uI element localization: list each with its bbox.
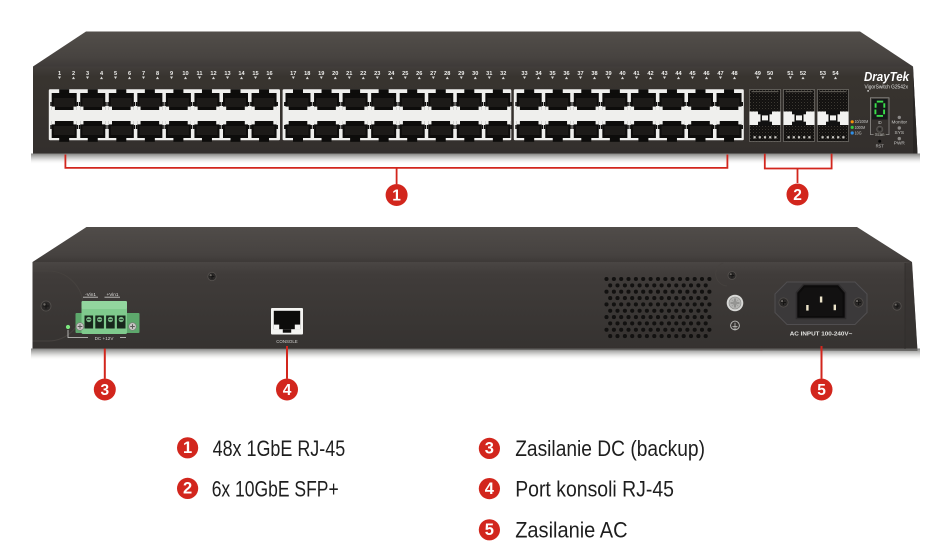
svg-text:14: 14 [238,71,245,77]
svg-text:49: 49 [755,71,761,77]
svg-text:50: 50 [767,71,773,77]
svg-text:19: 19 [318,71,324,77]
svg-text:48: 48 [731,71,737,77]
svg-text:9: 9 [170,71,173,77]
svg-text:3: 3 [485,440,494,458]
svg-text:CONSOLE: CONSOLE [276,339,298,344]
svg-text:DrayTek: DrayTek [864,69,910,84]
svg-text:Port konsoli RJ-45: Port konsoli RJ-45 [515,477,674,502]
svg-text:4: 4 [485,480,495,498]
svg-text:26: 26 [416,71,422,77]
svg-text:32: 32 [500,71,506,77]
svg-text:7: 7 [142,71,145,77]
svg-text:2: 2 [793,187,802,204]
svg-text:28: 28 [444,71,450,77]
svg-text:8: 8 [156,71,159,77]
svg-text:23: 23 [374,71,380,77]
svg-text:1: 1 [183,439,192,457]
svg-text:53: 53 [820,71,826,77]
svg-text:51: 51 [787,71,793,77]
svg-text:5: 5 [485,521,494,539]
svg-text:21: 21 [346,71,352,77]
svg-text:52: 52 [800,71,806,77]
svg-text:41: 41 [633,71,639,77]
svg-text:10G: 10G [855,130,862,135]
svg-text:PWR: PWR [894,141,905,146]
svg-text:3: 3 [100,382,109,399]
svg-text:34: 34 [535,71,542,77]
svg-text:27: 27 [430,71,436,77]
svg-text:SYS: SYS [895,130,905,135]
svg-text:25: 25 [402,71,408,77]
svg-text:RST: RST [876,143,885,148]
svg-text:Scan: Scan [875,132,885,137]
svg-text:2: 2 [183,480,192,498]
svg-text:3: 3 [86,71,89,77]
svg-text:33: 33 [521,71,527,77]
svg-text:4: 4 [100,71,104,77]
svg-text:40: 40 [619,71,625,77]
svg-text:54: 54 [832,71,839,77]
svg-text:16: 16 [266,71,272,77]
svg-text:22: 22 [360,71,366,77]
svg-text:24: 24 [388,71,395,77]
svg-text:38: 38 [591,71,597,77]
svg-text:42: 42 [647,71,653,77]
svg-text:29: 29 [458,71,464,77]
svg-text:2: 2 [72,71,75,77]
svg-text:1: 1 [58,71,61,77]
svg-text:Zasilanie DC (backup): Zasilanie DC (backup) [515,436,705,461]
svg-text:-Vin1: -Vin1 [85,292,96,297]
svg-text:37: 37 [577,71,583,77]
svg-text:10: 10 [182,71,188,77]
svg-text:30: 30 [472,71,478,77]
svg-text:Monitor: Monitor [892,120,908,125]
svg-text:AC INPUT 100-240V~: AC INPUT 100-240V~ [790,332,853,338]
svg-text:35: 35 [549,71,555,77]
svg-text:18: 18 [304,71,310,77]
svg-text:10/100M: 10/100M [855,119,869,124]
svg-text:Zasilanie AC: Zasilanie AC [515,518,627,543]
svg-text:47: 47 [717,71,723,77]
svg-text:ID: ID [878,120,882,125]
svg-text:45: 45 [689,71,695,77]
svg-text:13: 13 [224,71,230,77]
svg-text:44: 44 [675,71,682,77]
svg-text:6x 10GbE SFP+: 6x 10GbE SFP+ [212,477,339,502]
svg-text:39: 39 [605,71,611,77]
svg-text:DC +12V: DC +12V [95,336,115,341]
svg-text:+Vin1: +Vin1 [106,292,118,297]
svg-text:31: 31 [486,71,492,77]
svg-text:11: 11 [197,71,203,77]
svg-text:1000M: 1000M [855,125,866,130]
svg-text:5: 5 [817,382,826,399]
svg-text:4: 4 [283,382,292,399]
svg-text:46: 46 [703,71,709,77]
svg-text:43: 43 [661,71,667,77]
svg-text:VigorSwitch G2542x: VigorSwitch G2542x [865,85,909,91]
svg-text:48x 1GbE RJ-45: 48x 1GbE RJ-45 [213,436,346,461]
svg-text:6: 6 [128,71,131,77]
svg-text:12: 12 [210,71,216,77]
svg-text:20: 20 [332,71,338,77]
svg-text:5: 5 [114,71,117,77]
svg-text:36: 36 [563,71,569,77]
svg-text:17: 17 [290,71,296,77]
svg-text:1: 1 [392,187,401,204]
svg-text:15: 15 [252,71,258,77]
